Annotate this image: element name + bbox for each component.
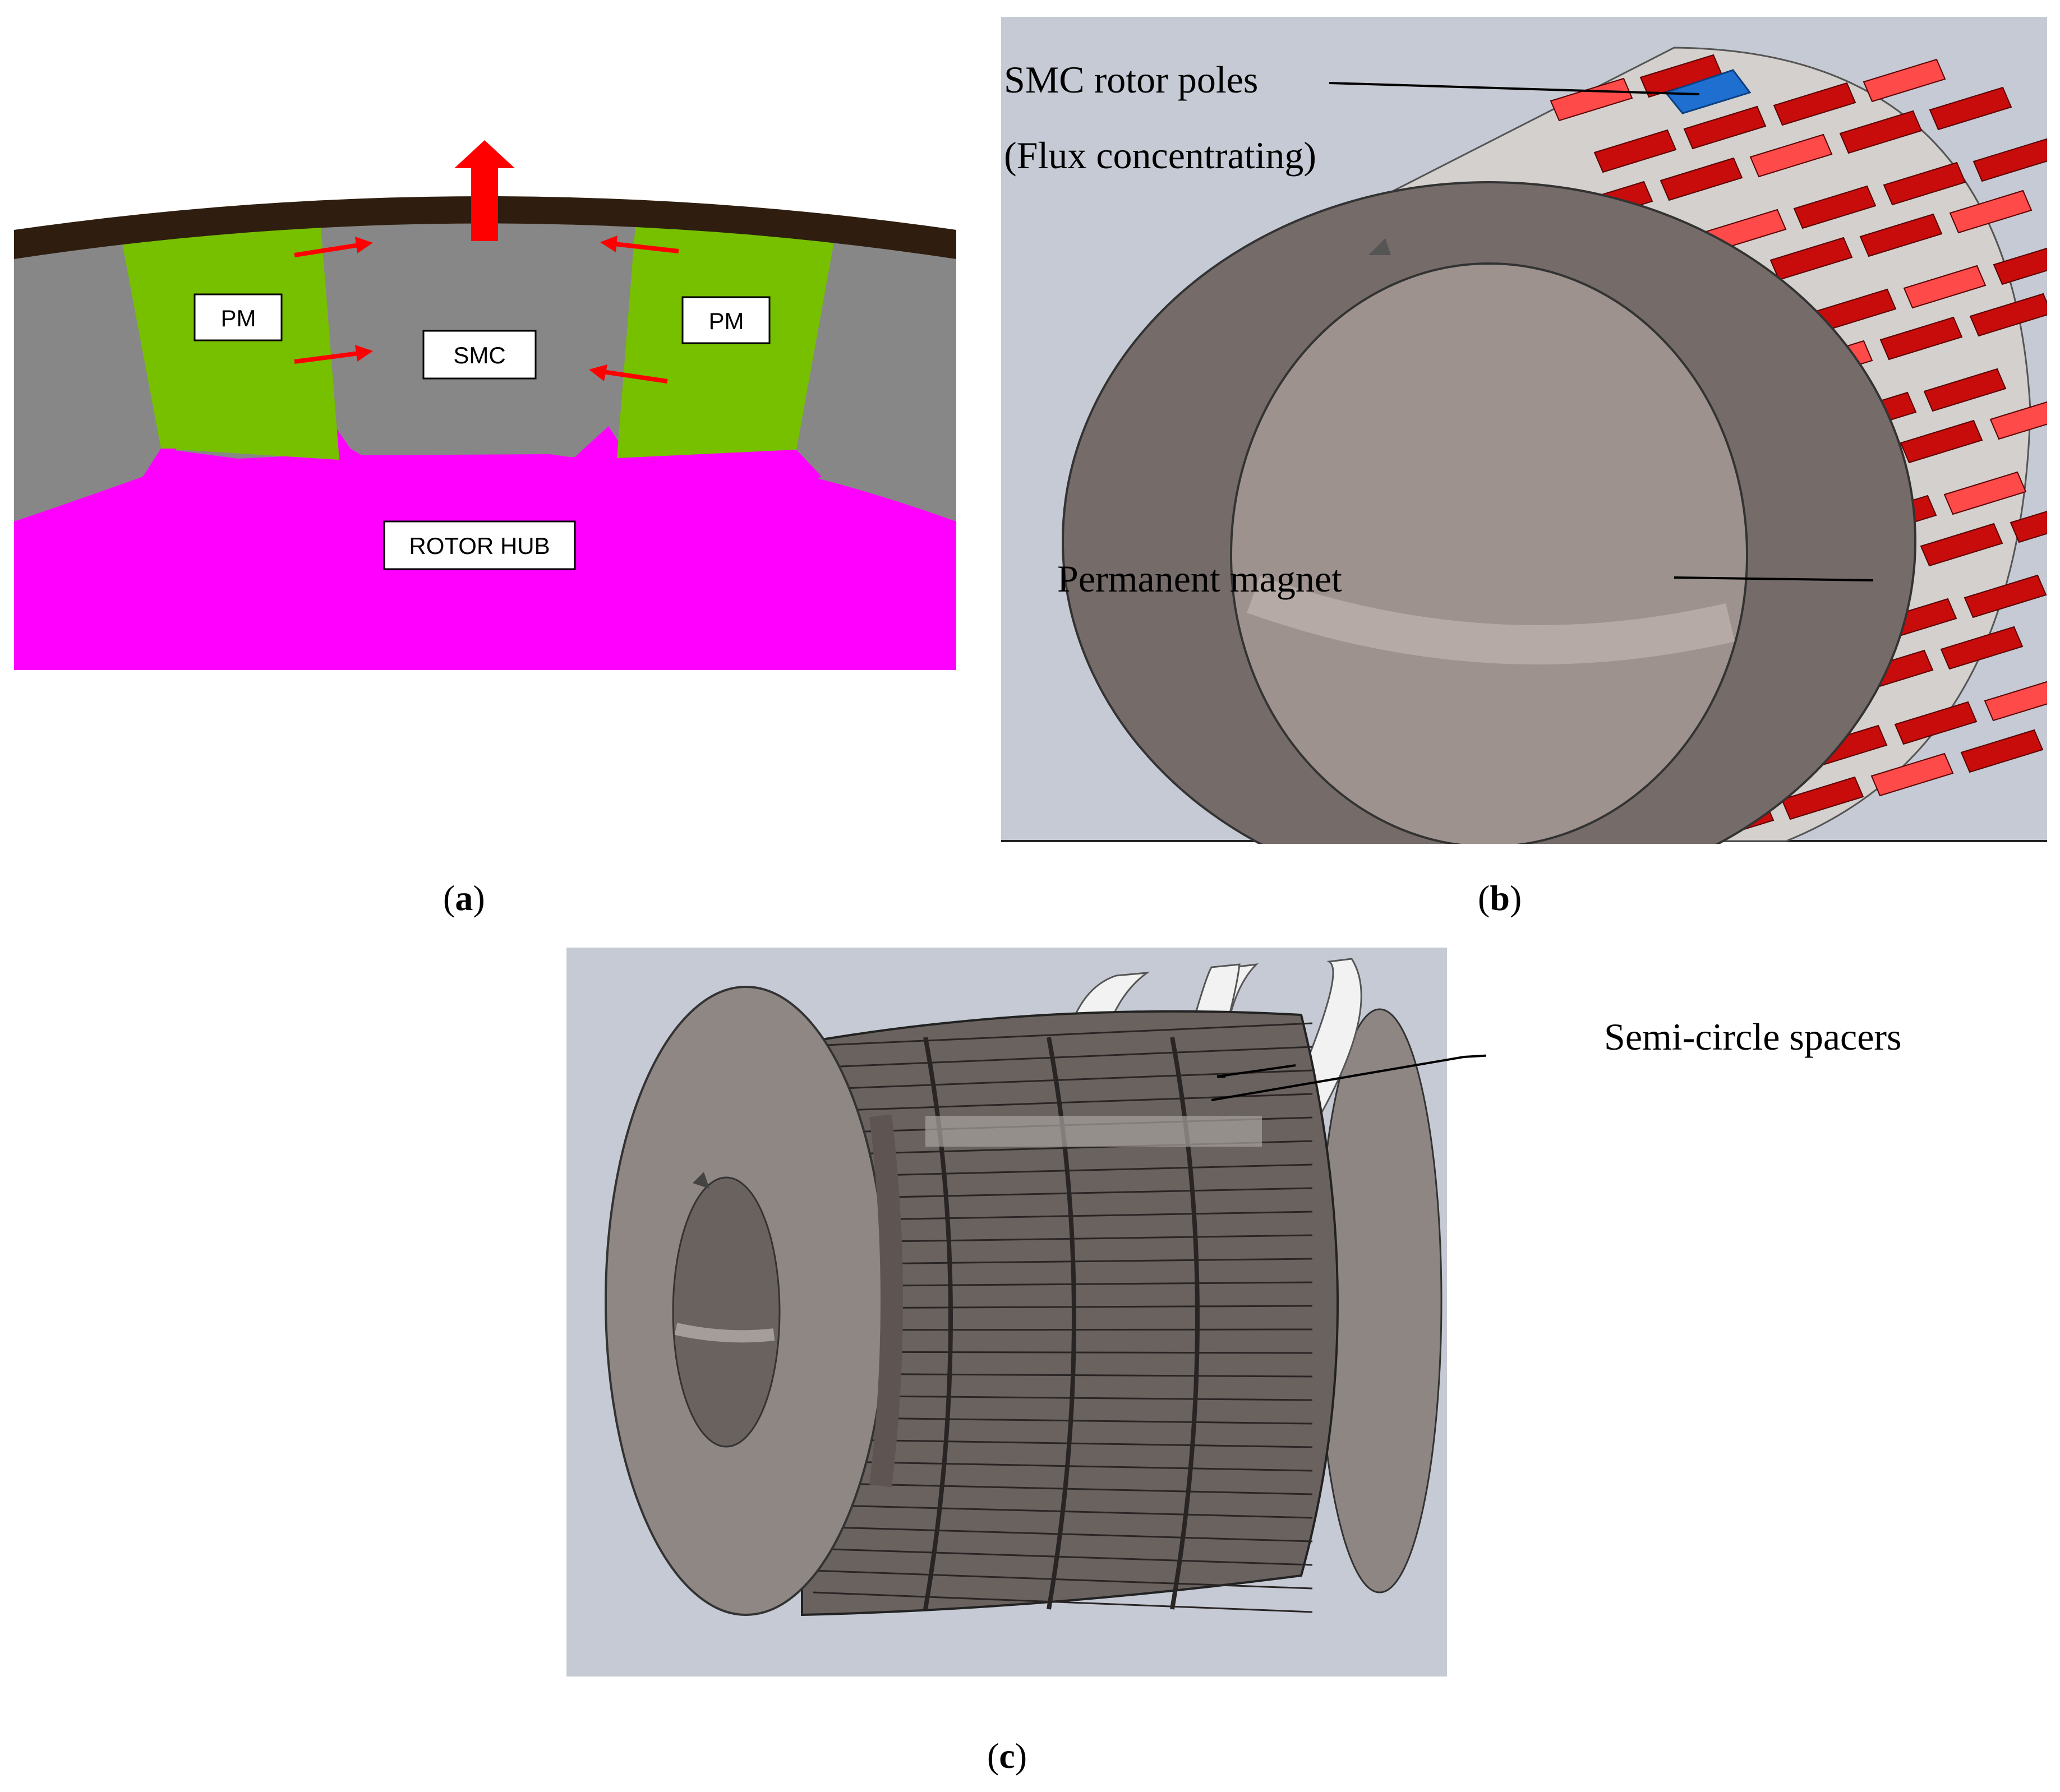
magnet-block (1964, 574, 2047, 618)
panel-c-rotor-spacers (566, 948, 1486, 1676)
magnet-block (1769, 237, 1853, 281)
callout-spacers-wrapper: Semi-circle spacers (1604, 1015, 1902, 1058)
magnet-block (1973, 138, 2047, 182)
callout-line-pm (1674, 576, 1874, 581)
pm-left-label: PM (221, 305, 256, 331)
flux-out-arrow (454, 140, 515, 241)
magnet-block (1773, 82, 1856, 126)
segment-line (813, 1046, 1313, 1069)
rotor-hub-label-box: ROTOR HUB (383, 520, 576, 570)
smc-pole-highlight (1664, 69, 1752, 114)
callout-line-smc (1329, 82, 1700, 95)
outer-rim (14, 196, 956, 259)
magnet-block (1870, 752, 1954, 797)
magnet-block (1960, 729, 2044, 773)
highlight-strip (925, 1116, 1262, 1147)
segment-line (813, 1460, 1313, 1472)
smc-label: SMC (453, 342, 505, 368)
magnet-block (1969, 293, 2047, 337)
segment-line (813, 1022, 1313, 1047)
magnet-block (1923, 368, 2007, 412)
callout-smc-poles-line2: (Flux concentrating) (1004, 134, 1316, 177)
magnet-block (1660, 157, 1743, 201)
callout-permanent-magnet: Permanent magnet (1057, 557, 1342, 600)
magnet-block (1989, 401, 2047, 440)
magnet-block (1984, 681, 2047, 722)
panel-a-cross-section: PM SMC PM ROTOR HUB (14, 135, 956, 673)
callout-smc-poles-line1: SMC rotor poles (1004, 58, 1258, 101)
magnet-block (1863, 58, 1946, 103)
magnet-block (1793, 185, 1877, 229)
rotor-b-svg: SMC rotor poles (Flux concentrating) Per… (1001, 17, 2047, 844)
magnet-block (1879, 316, 1963, 361)
magnet-block (1929, 86, 2012, 131)
magnet-block (1781, 776, 1864, 820)
segment-line (813, 1591, 1313, 1613)
callout-semi-circle-spacers: Semi-circle spacers (1604, 1015, 1902, 1058)
shaft-bore (1230, 262, 1748, 844)
magnet-block (1903, 265, 1987, 309)
rotor-hub-label: ROTOR HUB (409, 533, 550, 559)
segment-line (813, 1548, 1313, 1566)
callout-line-spacers (1211, 1054, 1486, 1101)
segment-line (813, 1482, 1313, 1495)
magnet-block (1900, 419, 1983, 464)
hub-wedge-right (794, 450, 822, 482)
magnet-block (1920, 523, 2003, 567)
hub-wedge-left (143, 449, 177, 485)
cross-section-svg: PM SMC PM ROTOR HUB (14, 140, 956, 670)
magnet-block (1683, 105, 1767, 150)
pm-right-label-box: PM (681, 296, 771, 344)
caption-b: (b) (1478, 878, 1522, 918)
magnet-block (2010, 510, 2047, 543)
pm-right-label: PM (709, 308, 744, 334)
keyway-notch (1368, 238, 1391, 255)
magnet-block (1940, 626, 2024, 670)
magnet-block (1550, 77, 1633, 122)
magnet-block (1859, 213, 1943, 257)
magnet-block (1883, 161, 1966, 206)
rotor-c-svg (566, 948, 1486, 1676)
magnet-block (1894, 701, 1978, 745)
caption-a: (a) (443, 878, 485, 918)
caption-c: (c) (987, 1736, 1027, 1776)
segment-line (813, 1069, 1313, 1091)
flux-arrows (294, 235, 679, 384)
magnet-block (1839, 110, 1923, 154)
panel-b-rotor-3d: SMC rotor poles (Flux concentrating) Per… (1001, 17, 2047, 844)
magnet-block (1943, 471, 2027, 515)
magnet-block (1949, 190, 2033, 234)
magnet-block (1749, 133, 1833, 178)
smc-label-box: SMC (422, 330, 537, 380)
segment-line (813, 1526, 1313, 1542)
segment-line (813, 1569, 1313, 1590)
magnet-block (1993, 247, 2047, 285)
shaft-bore-c (672, 1176, 781, 1448)
magnet-block (1593, 129, 1677, 173)
keyway-notch-c (693, 1172, 709, 1189)
pm-left-label-box: PM (193, 293, 283, 341)
